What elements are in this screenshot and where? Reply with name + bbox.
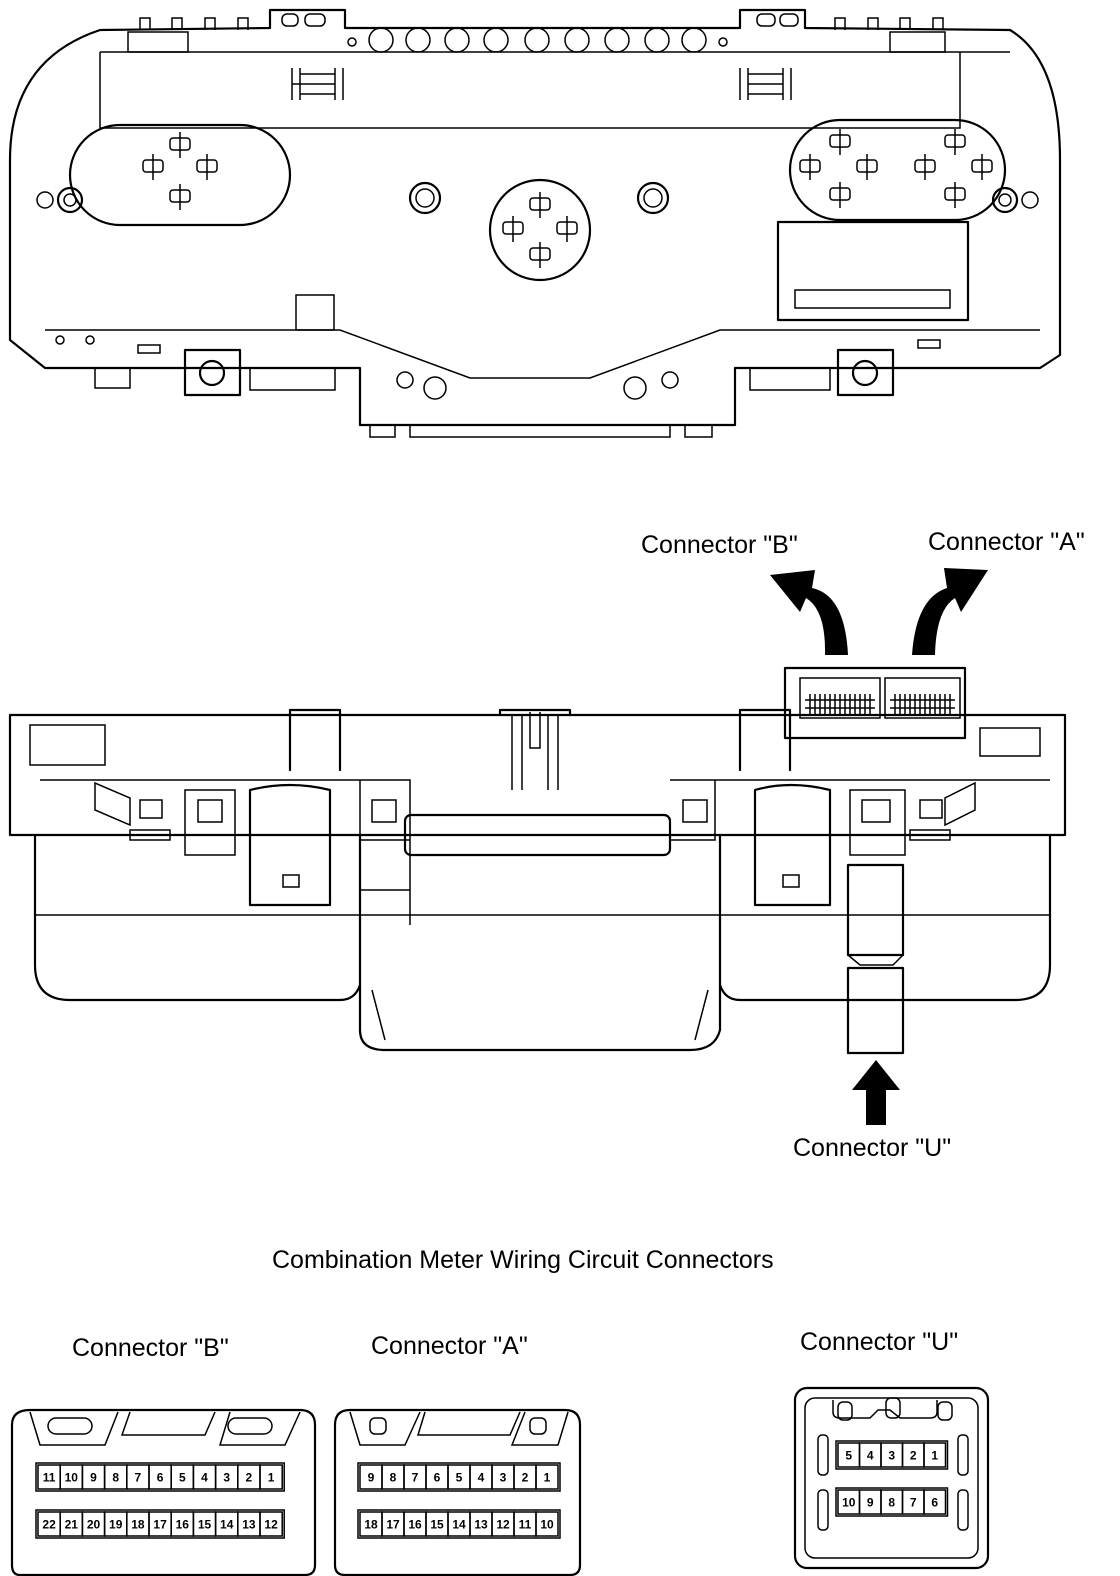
pin-number: 5: [845, 1449, 852, 1463]
pin-cell: [259, 1464, 283, 1490]
pin-number: 6: [157, 1471, 164, 1485]
connector-a-face: 9 8 7 6 5 4 3 2 1 18 17 16 15 14 13 12 11 10: [333, 1408, 582, 1576]
pin-number: 10: [540, 1518, 554, 1532]
pin-number: 7: [135, 1471, 142, 1485]
pin-number: 5: [179, 1471, 186, 1485]
pin-number: 14: [452, 1518, 466, 1532]
centre-bulb-sockets: [502, 192, 578, 268]
pin-number: 6: [434, 1471, 441, 1485]
connector-pin-rows: [805, 694, 955, 714]
meter-rear-view: [8, 8, 1062, 438]
left-bulb-sockets: [142, 132, 218, 210]
pin-number: 2: [246, 1471, 253, 1485]
pin-number: 8: [390, 1471, 397, 1485]
pin-number: 4: [478, 1471, 485, 1485]
pin-number: 3: [888, 1449, 895, 1463]
pin-number: 21: [65, 1518, 79, 1532]
pin-cell: [923, 1489, 947, 1515]
diagram-title: Combination Meter Wiring Circuit Connect…: [272, 1246, 774, 1274]
pin-number: 11: [519, 1518, 532, 1532]
pin-row-frame: [835, 1487, 949, 1517]
label-connector-u: Connector "U": [793, 1134, 951, 1162]
arrow-connector-b-icon: [770, 570, 848, 655]
pinout-label-connector-b: Connector "B": [72, 1334, 229, 1362]
pin-number: 13: [242, 1518, 256, 1532]
pin-number: 1: [544, 1471, 551, 1485]
arrow-connector-u-icon: [852, 1060, 900, 1125]
pin-number: 18: [364, 1518, 378, 1532]
pin-row-frame: [357, 1509, 561, 1539]
pin-number: 4: [867, 1449, 874, 1463]
pin-cell: [923, 1442, 947, 1468]
pin-number: 22: [42, 1518, 56, 1532]
pin-row-frame: [835, 1440, 949, 1470]
pin-number: 9: [90, 1471, 97, 1485]
pin-number: 11: [43, 1471, 56, 1485]
pin-number: 7: [412, 1471, 419, 1485]
pinout-label-connector-a: Connector "A": [371, 1332, 528, 1360]
pin-number: 6: [931, 1496, 938, 1510]
pin-number: 3: [223, 1471, 230, 1485]
meter-bottom-view: [8, 568, 1067, 1125]
pin-row-frame: [35, 1462, 285, 1492]
pin-number: 1: [931, 1449, 938, 1463]
right-bulb-sockets: [799, 129, 993, 208]
pin-number: 15: [430, 1518, 444, 1532]
top-bulb-row: [347, 27, 728, 53]
pin-number: 2: [910, 1449, 917, 1463]
top-posts: [127, 17, 946, 53]
pin-number: 3: [500, 1471, 507, 1485]
pin-number: 9: [867, 1496, 874, 1510]
pin-number: 1: [268, 1471, 275, 1485]
pin-number: 17: [386, 1518, 400, 1532]
pin-number: 12: [496, 1518, 510, 1532]
pin-number: 17: [153, 1518, 167, 1532]
label-connector-a: Connector "A": [928, 528, 1085, 556]
pin-number: 8: [888, 1496, 895, 1510]
pin-cell: [535, 1511, 559, 1537]
pin-cell: [259, 1511, 283, 1537]
pin-number: 16: [408, 1518, 422, 1532]
pin-row-frame: [35, 1509, 285, 1539]
pin-number: 4: [201, 1471, 208, 1485]
pin-number: 19: [109, 1518, 123, 1532]
arrow-connector-a-icon: [912, 568, 988, 655]
pin-number: 13: [474, 1518, 488, 1532]
connector-a-pins: 9 8 7 6 5 4 3 2 1 18 17 16 15 14 13 12 11 10: [357, 1462, 561, 1539]
pin-number: 2: [522, 1471, 529, 1485]
pin-number: 8: [112, 1471, 119, 1485]
pin-number: 15: [198, 1518, 212, 1532]
pin-number: 18: [131, 1518, 145, 1532]
pin-number: 14: [220, 1518, 234, 1532]
pin-number: 10: [842, 1496, 856, 1510]
pin-number: 12: [264, 1518, 278, 1532]
pin-number: 16: [176, 1518, 190, 1532]
pin-number: 9: [368, 1471, 375, 1485]
pin-number: 7: [910, 1496, 917, 1510]
label-connector-b: Connector "B": [641, 531, 798, 559]
pinout-label-connector-u: Connector "U": [800, 1328, 958, 1356]
pin-row-frame: [357, 1462, 561, 1492]
pin-number: 20: [87, 1518, 101, 1532]
pin-cell: [535, 1464, 559, 1490]
pin-number: 5: [456, 1471, 463, 1485]
pin-number: 10: [65, 1471, 79, 1485]
